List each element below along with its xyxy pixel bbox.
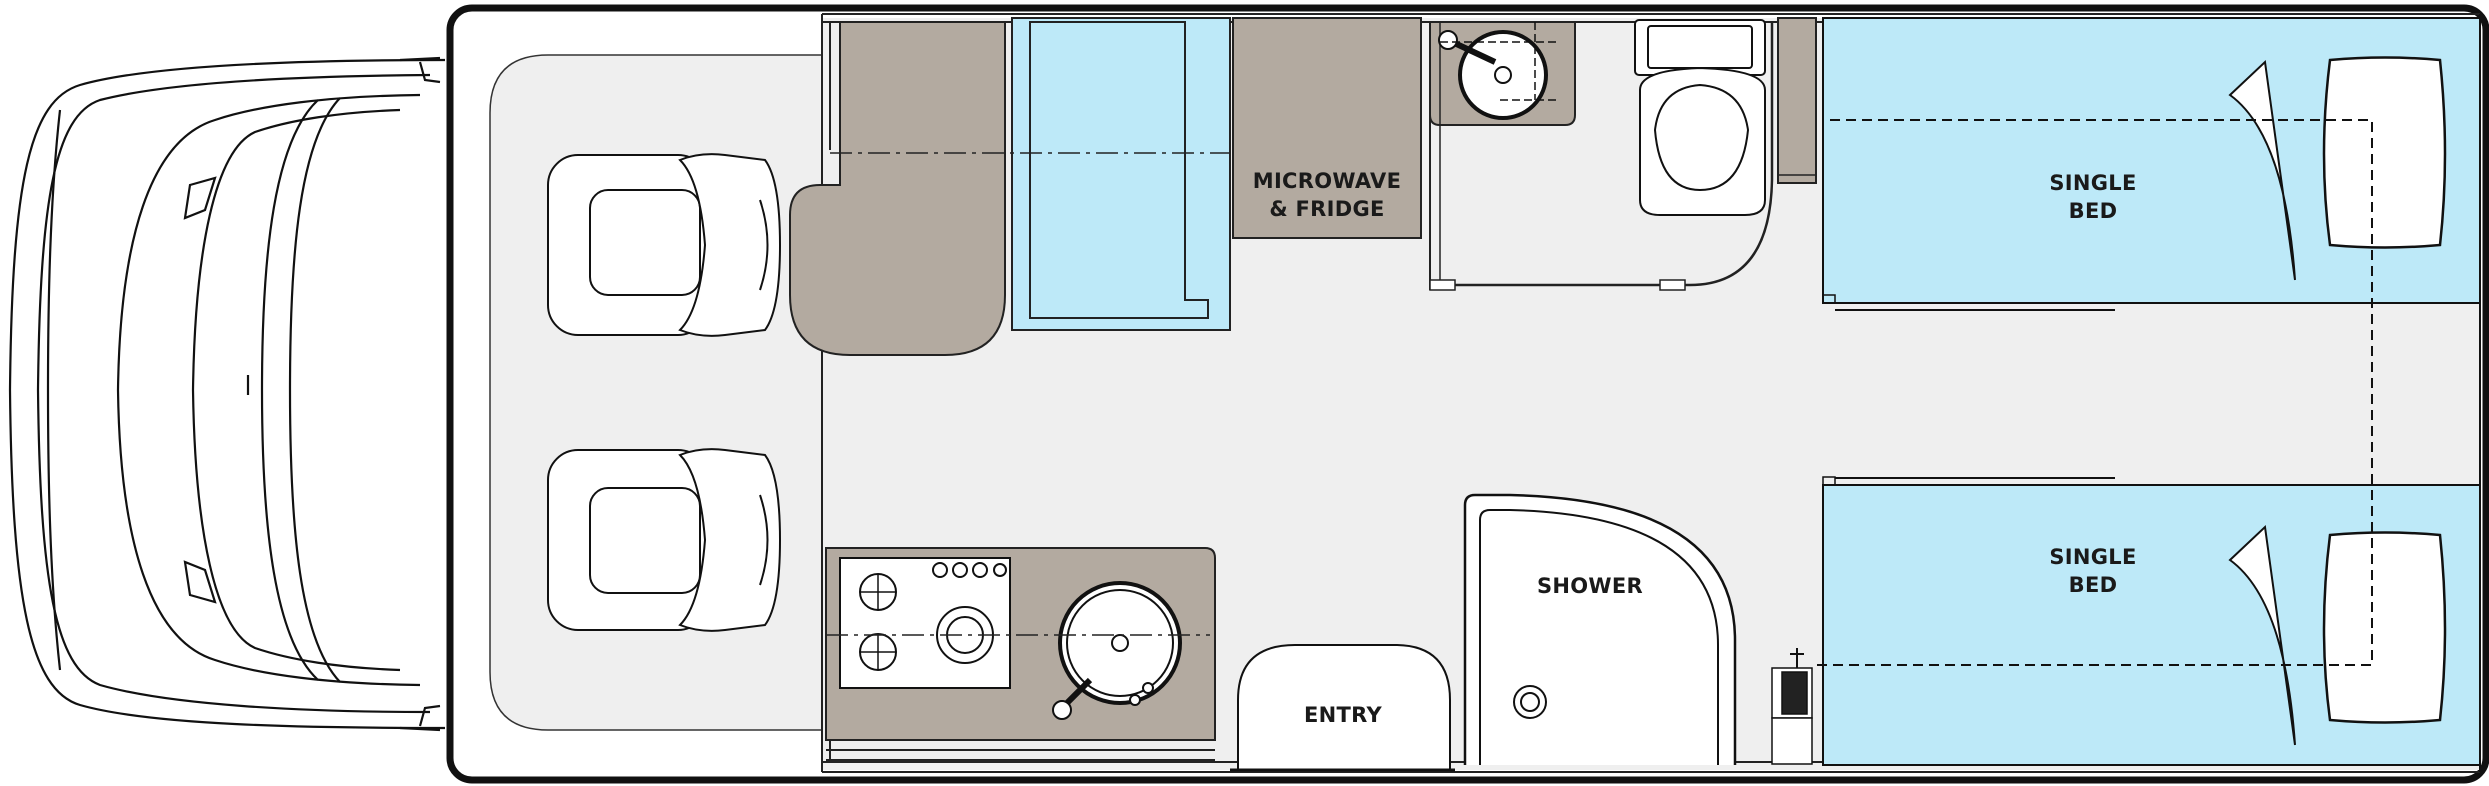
passenger-seat — [547, 448, 782, 632]
heater-icon — [1771, 648, 1813, 765]
cooktop-icon — [839, 557, 1011, 689]
blue-sofa — [1011, 17, 1231, 331]
bed-top-label-line2: BED — [2069, 199, 2118, 223]
entry-step — [1237, 644, 1451, 770]
wardrobe-top — [1777, 17, 1817, 184]
single-bed-top — [1822, 17, 2481, 311]
bed-bottom-label-line2: BED — [2069, 573, 2118, 597]
driver-seat — [547, 153, 782, 337]
single-bed-bottom — [1822, 476, 2481, 766]
bathroom-basin-icon — [1438, 22, 1560, 120]
kitchen-sink-icon — [1052, 581, 1182, 720]
dinette-cabinet — [789, 21, 1006, 356]
pillow-icon — [2322, 531, 2447, 724]
pillow-icon — [2322, 56, 2447, 249]
toilet-icon — [1634, 19, 1766, 216]
entry-label: ENTRY — [1304, 703, 1382, 727]
bed-top-label-line1: SINGLE — [2049, 171, 2136, 195]
shower — [1463, 493, 1737, 765]
bed-sheet-fold-icon — [2228, 59, 2296, 281]
shower-label: SHOWER — [1537, 574, 1643, 598]
microwave-label-line2: & FRIDGE — [1269, 197, 1384, 221]
microwave-fridge-cabinet — [1232, 17, 1422, 239]
bed-conversion-dashed-line — [1815, 119, 2373, 666]
microwave-label-line1: MICROWAVE — [1253, 169, 1402, 193]
bed-bottom-label-line1: SINGLE — [2049, 545, 2136, 569]
bed-sheet-fold-icon — [2228, 524, 2296, 746]
vehicle-cab — [8, 56, 446, 732]
